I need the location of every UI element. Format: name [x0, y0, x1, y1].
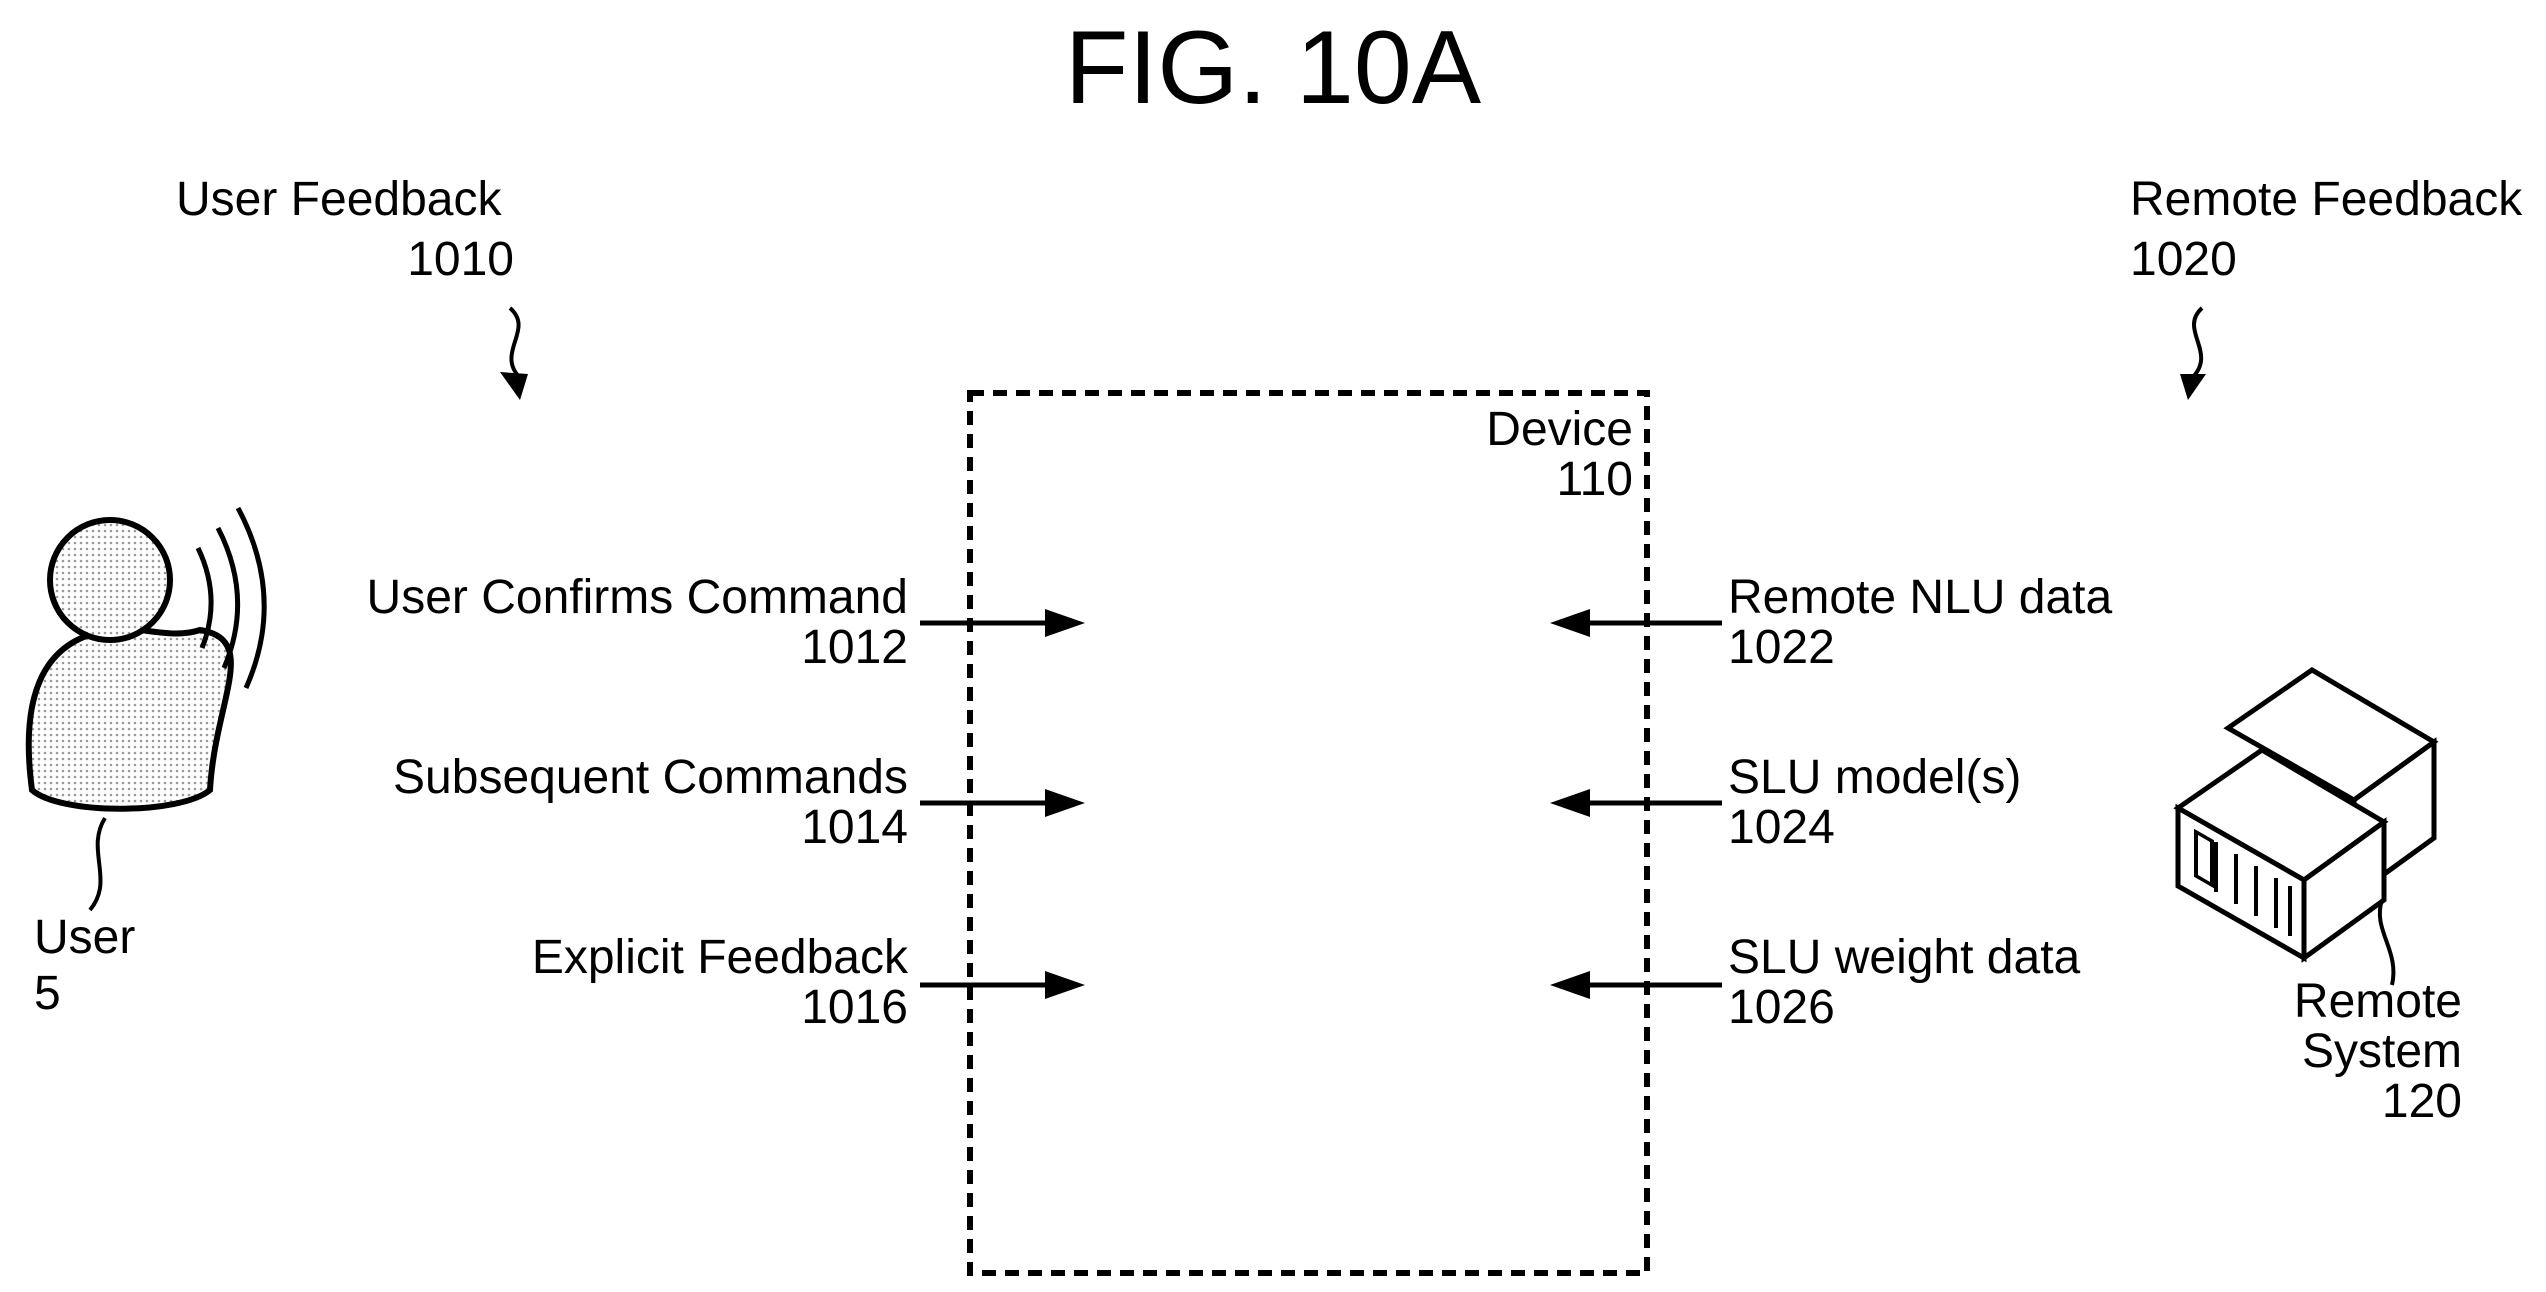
left-input-ref-1: 1012 — [300, 622, 908, 674]
remote-feedback-label: Remote Feedback — [2130, 174, 2522, 226]
left-input-label-2: Subsequent Commands — [300, 752, 908, 804]
remote-system-ref: 120 — [2200, 1076, 2462, 1128]
user-person-icon — [29, 508, 264, 910]
right-input-label-2: SLU model(s) — [1728, 752, 2021, 804]
right-arrow-1022 — [1550, 609, 1722, 637]
right-input-label-3: SLU weight data — [1728, 932, 2080, 984]
user-ref: 5 — [34, 968, 61, 1020]
left-input-label-1: User Confirms Command — [300, 572, 908, 624]
device-label: Device — [1400, 404, 1633, 456]
left-input-ref-3: 1016 — [300, 982, 908, 1034]
left-input-label-3: Explicit Feedback — [300, 932, 908, 984]
left-arrow-1016 — [920, 971, 1085, 999]
user-label: User — [34, 912, 135, 964]
right-input-label-1: Remote NLU data — [1728, 572, 2112, 624]
right-input-ref-3: 1026 — [1728, 982, 1835, 1034]
user-feedback-pointer — [500, 308, 528, 400]
user-feedback-label: User Feedback — [176, 174, 501, 226]
right-input-ref-2: 1024 — [1728, 802, 1835, 854]
remote-feedback-ref: 1020 — [2130, 234, 2237, 286]
server-icon — [2178, 670, 2434, 985]
remote-system-label-line1: Remote — [2200, 976, 2462, 1028]
remote-feedback-pointer — [2180, 308, 2206, 400]
device-ref: 110 — [1400, 454, 1633, 506]
right-input-ref-1: 1022 — [1728, 622, 1835, 674]
left-arrow-1012 — [920, 609, 1085, 637]
left-input-ref-2: 1014 — [300, 802, 908, 854]
user-feedback-ref: 1010 — [300, 234, 514, 286]
left-arrow-1014 — [920, 789, 1085, 817]
device-box — [970, 393, 1647, 1273]
right-arrow-1026 — [1550, 971, 1722, 999]
right-arrow-1024 — [1550, 789, 1722, 817]
remote-system-label-line2: System — [2200, 1026, 2462, 1078]
